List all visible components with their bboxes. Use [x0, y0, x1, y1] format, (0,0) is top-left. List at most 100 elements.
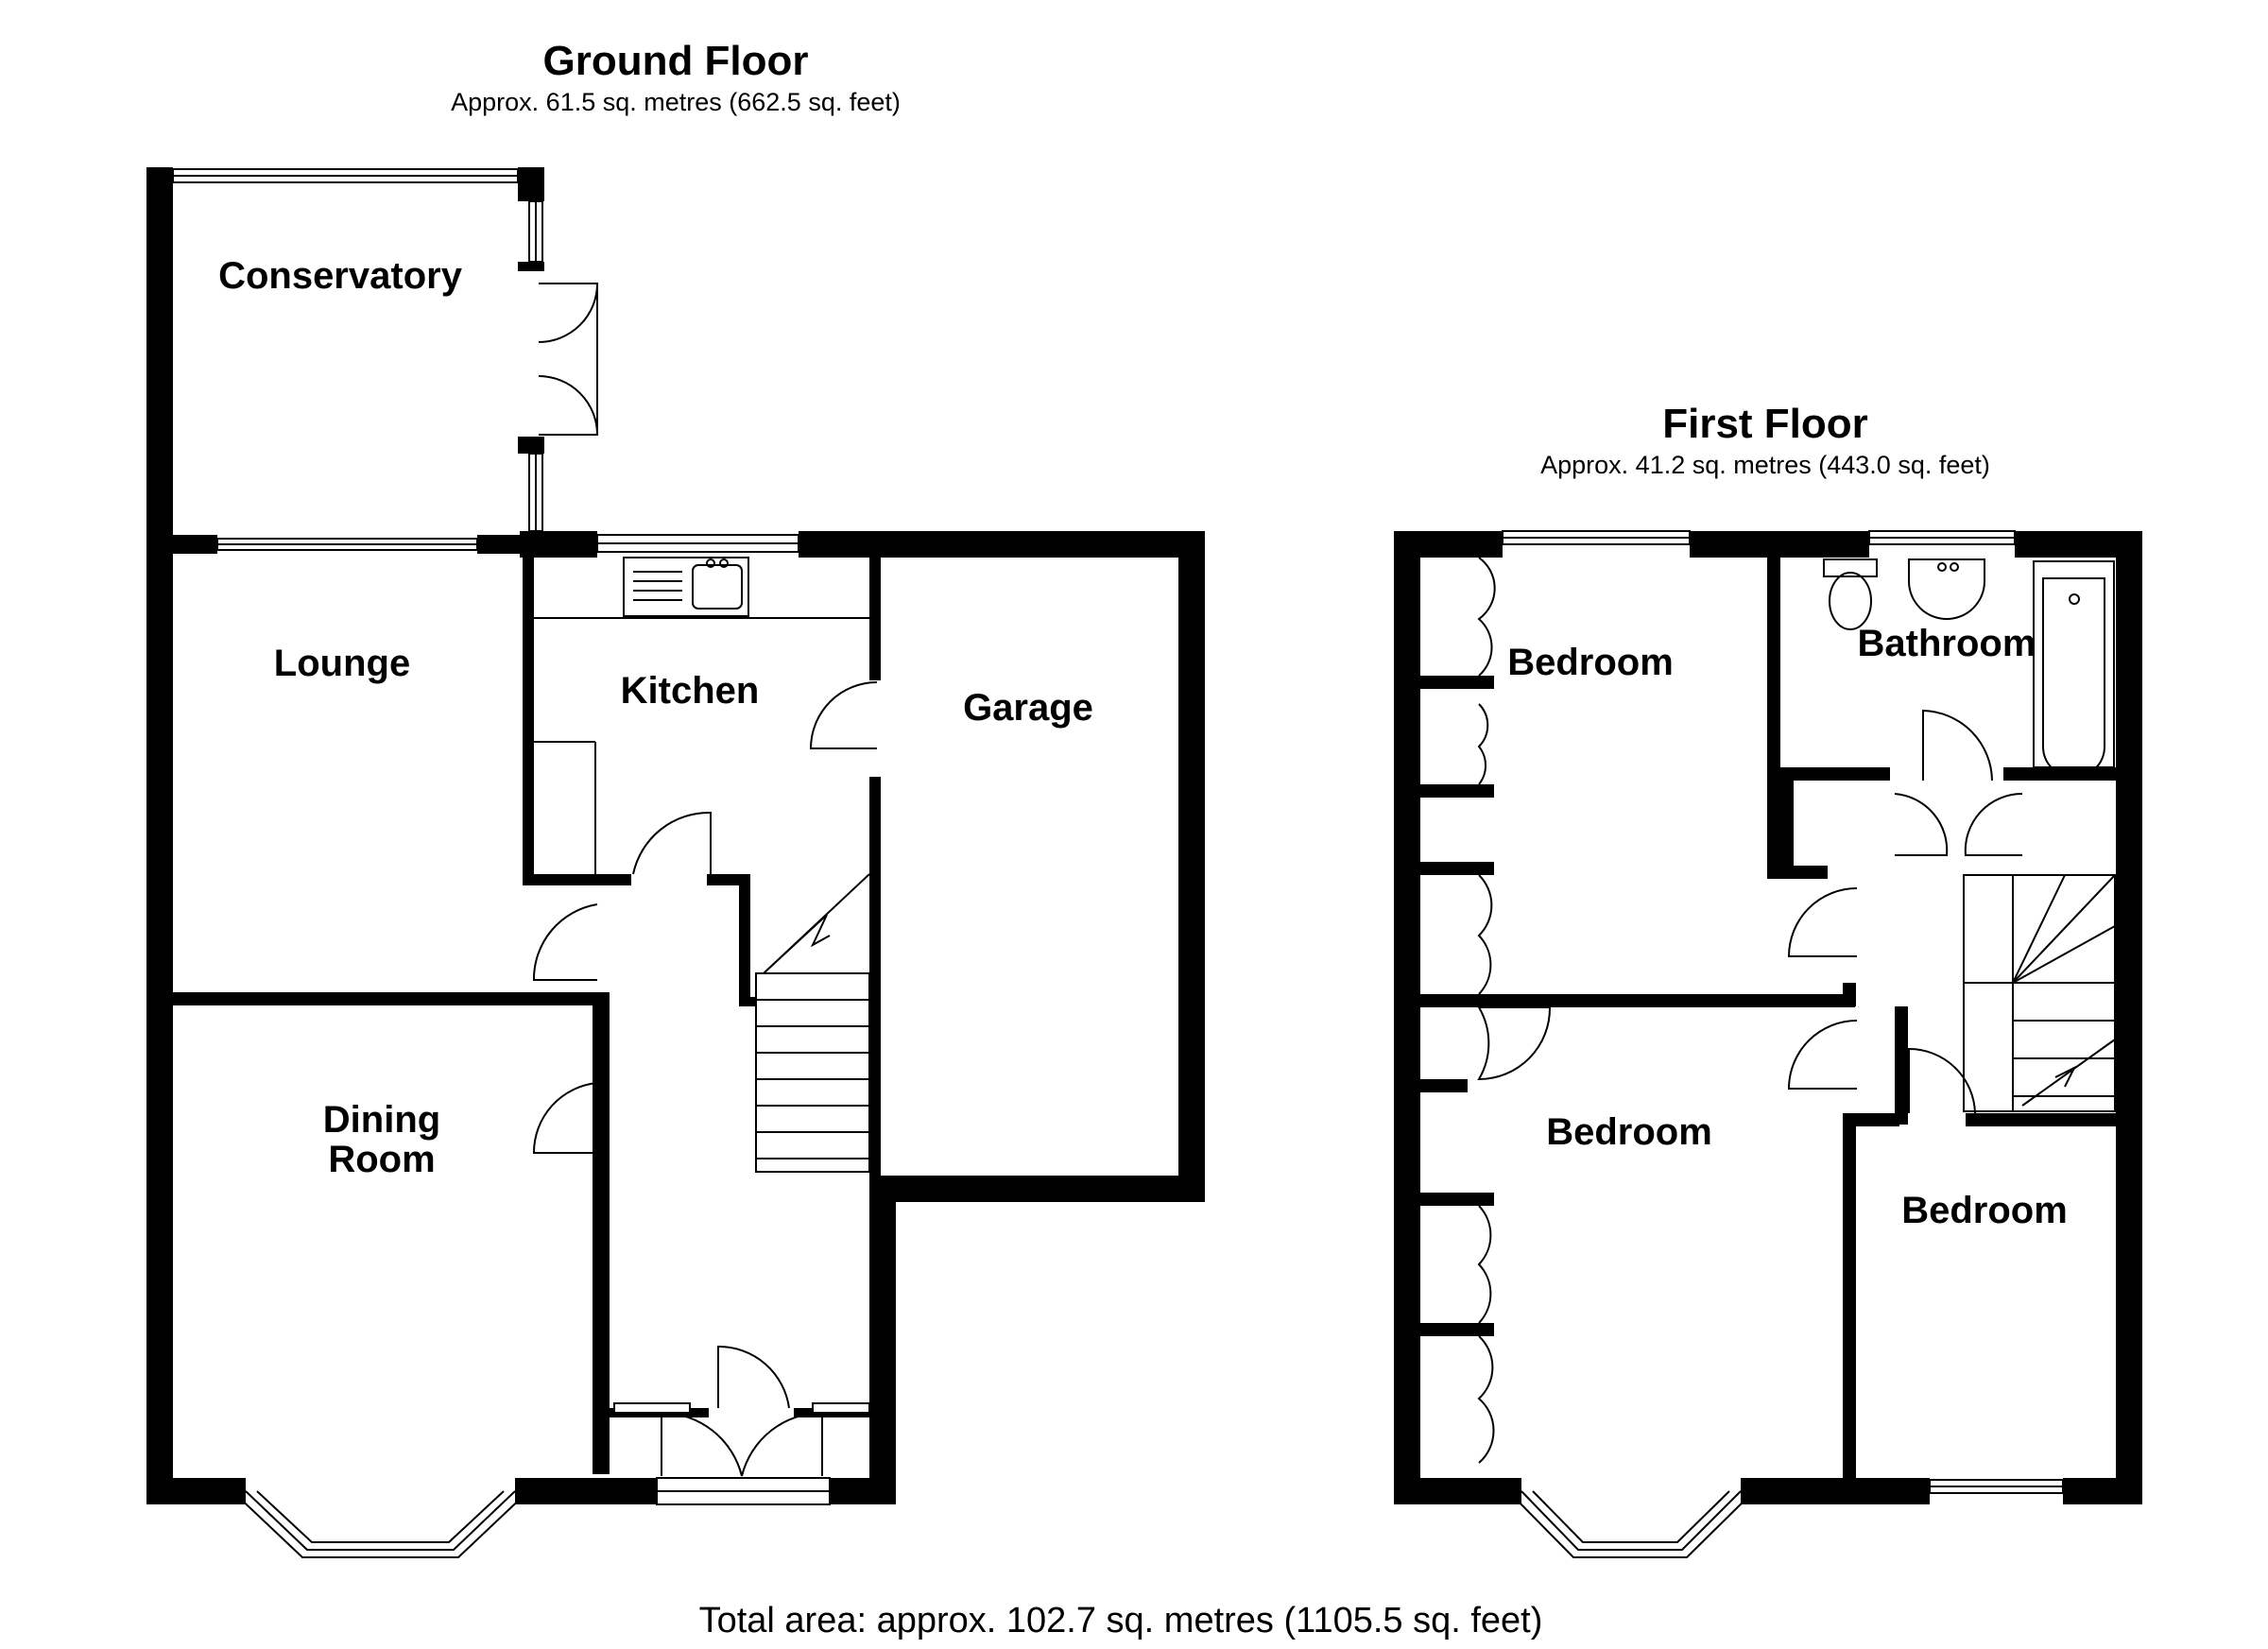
door-swing — [1477, 874, 1493, 995]
door-swing — [1477, 1335, 1495, 1464]
wall — [1420, 1079, 1468, 1092]
total-area: Total area: approx. 102.7 sq. metres (11… — [699, 1601, 1543, 1640]
wall — [2003, 767, 2142, 781]
wall — [515, 1478, 657, 1504]
wall — [1420, 1193, 1494, 1206]
wall — [477, 535, 524, 554]
door-swing — [717, 1345, 790, 1409]
door-swing — [1964, 792, 2023, 856]
bay-window — [256, 1490, 505, 1543]
door-swing — [532, 903, 598, 981]
bay-window — [1532, 1490, 1730, 1543]
wall — [1984, 1113, 2142, 1126]
wall — [1394, 531, 1503, 558]
door-swing — [632, 811, 712, 875]
stair-arrow — [2021, 1039, 2116, 1107]
wall — [1843, 1113, 1899, 1126]
room-label-conservatory: Conservatory — [218, 255, 463, 297]
wall — [1780, 866, 1828, 879]
door-swing — [538, 375, 599, 436]
tap — [706, 558, 715, 568]
bay-window — [1521, 1490, 1742, 1551]
wall — [739, 874, 750, 1006]
room-label-bathroom: Bathroom — [1858, 623, 2036, 664]
wall — [1741, 1478, 1930, 1504]
bath-inner — [2042, 577, 2105, 779]
tap — [1937, 562, 1947, 572]
staircase — [1963, 874, 2116, 1112]
door-swing — [532, 1082, 598, 1154]
door-swing — [1477, 1205, 1492, 1324]
wall — [869, 1176, 1205, 1202]
wall — [173, 992, 610, 1005]
wall — [146, 167, 173, 1504]
door-swing — [1908, 1047, 1976, 1114]
room-label-bedroom-small: Bedroom — [1901, 1190, 2068, 1231]
tap — [1950, 562, 1959, 572]
wall — [2063, 1478, 2142, 1504]
sink-unit — [623, 557, 749, 617]
wall — [1420, 784, 1494, 798]
wall — [1767, 767, 1890, 781]
door-swing — [1922, 709, 1993, 782]
bath — [2033, 560, 2115, 768]
room-label-kitchen: Kitchen — [621, 670, 760, 712]
wall — [739, 997, 756, 1006]
wall — [2116, 531, 2142, 1504]
bay-window — [245, 1490, 516, 1551]
wall — [799, 531, 1205, 558]
first-floor-title: First Floor — [1662, 401, 1868, 447]
room-label-bedroom-top: Bedroom — [1507, 642, 1674, 683]
door-swing — [538, 283, 599, 343]
room-label-garage: Garage — [963, 687, 1093, 729]
wall — [523, 531, 534, 885]
wall — [869, 777, 881, 1194]
ground-floor-title: Ground Floor — [542, 38, 808, 84]
tap — [719, 558, 729, 568]
door-swing — [1787, 887, 1858, 957]
bay-window — [1509, 1492, 1753, 1558]
wall — [518, 262, 544, 271]
toilet-cistern — [1823, 558, 1878, 577]
wall — [1420, 676, 1494, 689]
wall — [1690, 531, 1869, 558]
stair-winder — [763, 873, 870, 974]
wall — [1420, 1323, 1494, 1336]
wall — [869, 1193, 896, 1504]
ground-floor-area: Approx. 61.5 sq. metres (662.5 sq. feet) — [451, 88, 901, 116]
wall — [146, 535, 217, 554]
door-swing — [661, 1411, 743, 1477]
wall — [1895, 1006, 1908, 1125]
wall — [869, 558, 881, 680]
wall — [1843, 1113, 1856, 1504]
wall — [1394, 1478, 1521, 1504]
door-swing — [1477, 557, 1496, 677]
wall — [1780, 767, 1794, 879]
room-label-dining: Room — [328, 1139, 435, 1180]
room-label-lounge: Lounge — [274, 643, 410, 684]
staircase — [755, 972, 870, 1173]
first-floor-area: Approx. 41.2 sq. metres (443.0 sq. feet) — [1540, 451, 1990, 479]
toilet — [1829, 572, 1872, 630]
door-swing — [1477, 1006, 1552, 1081]
bath-plug — [2069, 593, 2080, 605]
window — [613, 1402, 691, 1414]
room-label-bedroom-main: Bedroom — [1546, 1111, 1712, 1153]
wall — [1420, 862, 1494, 875]
first-floor-plan: Bedroom Bathroom Bedroom Bedroom — [1394, 530, 2142, 1558]
wall — [1420, 994, 1855, 1007]
wall — [523, 874, 631, 885]
wall — [146, 1478, 246, 1504]
wall — [1178, 531, 1205, 1202]
wall — [518, 167, 544, 201]
door-swing — [1787, 1020, 1858, 1090]
wall — [1966, 1113, 1984, 1126]
door-swing — [809, 681, 878, 749]
door-swing — [1894, 793, 1949, 856]
door-swing — [1477, 703, 1489, 785]
bay-window — [233, 1492, 527, 1558]
window — [812, 1402, 870, 1414]
sink-bowl — [692, 564, 743, 610]
wall — [518, 437, 544, 454]
